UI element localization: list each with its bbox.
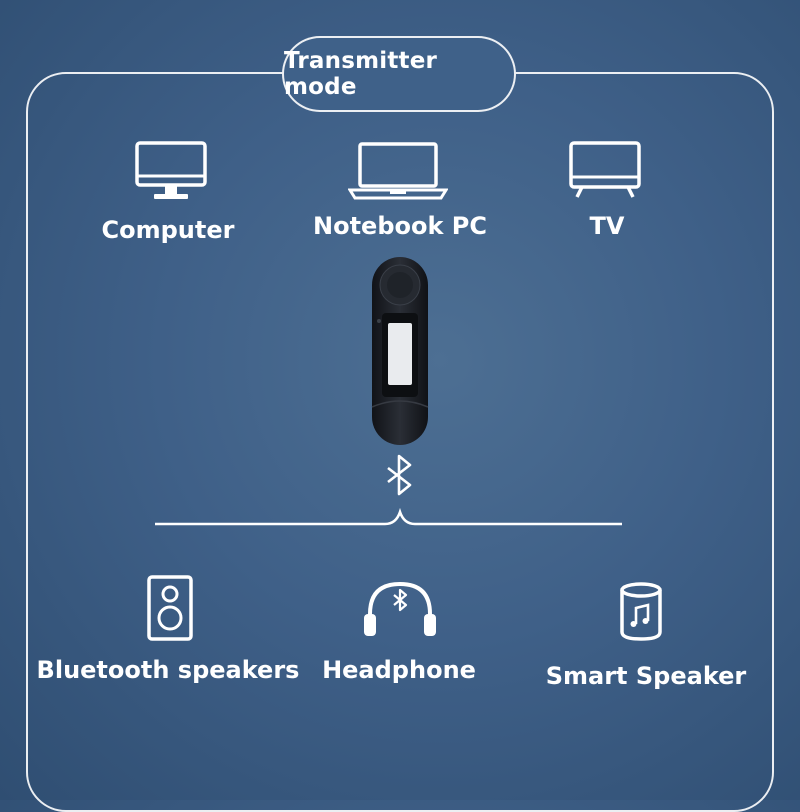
receiver-label-smart-speaker: Smart Speaker — [545, 662, 747, 690]
source-label-tv: TV — [589, 212, 625, 240]
laptop-icon — [348, 142, 448, 200]
source-label-computer: Computer — [101, 216, 235, 244]
source-label-notebook: Notebook PC — [313, 212, 487, 240]
bluetooth-icon — [387, 454, 412, 496]
receiver-label-bt-speakers: Bluetooth speakers — [36, 656, 300, 684]
mode-title: Transmitter mode — [282, 36, 516, 112]
bluetooth-headphone-icon — [364, 581, 436, 636]
receiver-label-headphone: Headphone — [322, 656, 476, 684]
smart-speaker-icon — [620, 582, 662, 641]
speaker-box-icon — [147, 575, 193, 641]
monitor-icon — [135, 141, 207, 199]
tv-icon — [569, 141, 641, 198]
transmitter-device — [371, 257, 429, 445]
